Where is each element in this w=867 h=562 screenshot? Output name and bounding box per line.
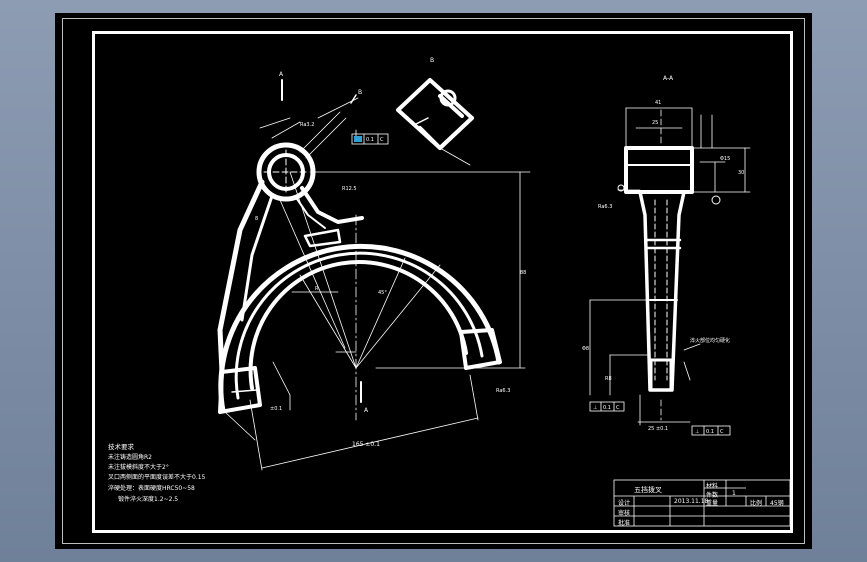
leader-note: 淬火部位均匀硬化 [690,337,730,344]
fork-inner-arc-1 [234,251,484,400]
cad-viewport[interactable] [55,13,812,549]
fork-outer-arc [218,243,502,414]
svg-text:25 ±0.1: 25 ±0.1 [648,426,668,432]
svg-text:30: 30 [738,170,744,176]
svg-text:Φ8: Φ8 [582,346,589,352]
svg-text:R12.5: R12.5 [342,186,357,192]
note-line: 未注拔模斜度不大于2° [108,464,169,471]
tolerance-frame-right-bottom: ⊥ 0.1 C [691,425,731,436]
drawing-border-inner [92,31,793,533]
svg-text:8: 8 [255,216,258,222]
svg-text:Φ15: Φ15 [720,156,730,162]
section-mark-a: A [279,71,284,78]
svg-text:B: B [358,89,362,96]
svg-text:Ra6.3: Ra6.3 [598,204,612,210]
part-name: 五挡拨叉 [634,486,662,494]
svg-text:41: 41 [655,100,661,106]
note-line: 叉口两侧面的平面度误差不大于0.15 [108,474,206,481]
svg-text:Ra3.2: Ra3.2 [300,122,314,128]
note-line: 淬硬处理：表面硬度HRC50~58 [108,485,195,492]
svg-text:0.1: 0.1 [366,137,374,143]
svg-text:Ra6.3: Ra6.3 [496,388,510,394]
note-line: 锻件淬火深度1.2~2.5 [118,496,179,503]
material-value: 45钢 [770,500,784,507]
svg-text:⊥: ⊥ [593,405,597,411]
view-right [589,107,751,426]
notes-title: 技术要求 [108,443,134,451]
drawing-date: 2013.11.18 [674,498,709,505]
view-b-label: B [430,57,434,64]
fork-left-pad [218,366,262,414]
view-right-label: A-A [663,75,674,82]
tolerance-frame-top: 0.1 C [351,133,389,145]
fork-arm-outer [217,179,265,375]
svg-text:C: C [380,137,384,143]
svg-text:R8: R8 [605,376,612,382]
svg-text:0.1: 0.1 [603,405,611,411]
svg-text:C: C [616,405,620,411]
note-line: 未注铸造圆角R2 [108,454,152,461]
title-block [613,479,791,527]
svg-text:⊥: ⊥ [695,429,699,435]
svg-text:A: A [364,407,369,414]
fork-arm-right [300,186,364,224]
view-b [396,78,474,150]
svg-text:165 ±0.1: 165 ±0.1 [352,441,380,448]
fork-right-pad [459,328,502,370]
svg-text:45°: 45° [378,290,387,296]
svg-text:25: 25 [652,120,658,126]
svg-text:C: C [720,429,724,435]
svg-text:0.1: 0.1 [706,429,714,435]
drawing-border-outer [62,18,805,544]
fork-inner-arc-2 [248,260,468,390]
tolerance-frame-right-low: ⊥ 0.1 C [589,401,625,412]
svg-text:88: 88 [520,270,526,276]
svg-text:±0.1: ±0.1 [270,406,282,412]
svg-text:R: R [315,286,319,292]
fork-arm-inner [240,194,274,322]
